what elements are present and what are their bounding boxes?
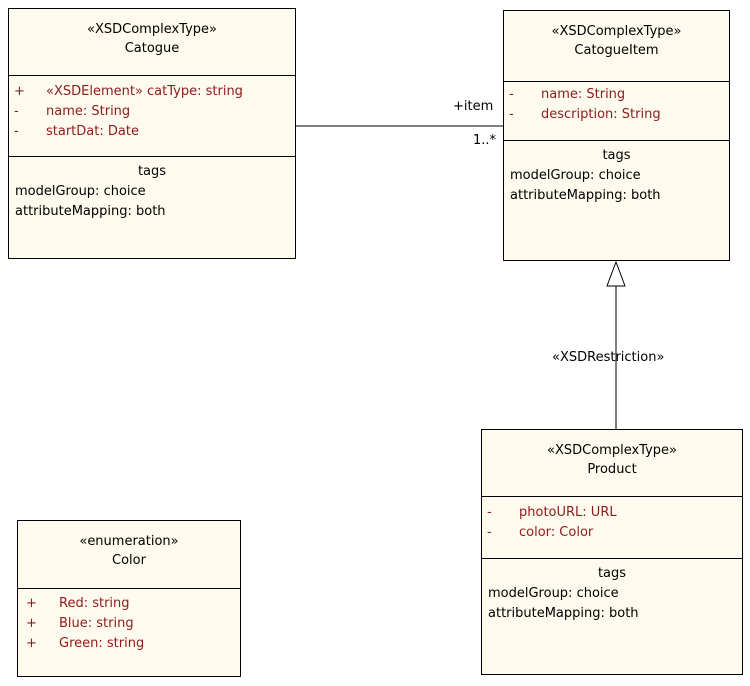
generalization-stereotype-label: «XSDRestriction» (552, 350, 665, 365)
tags-compartment: tags modelGroup: choice attributeMapping… (482, 558, 742, 624)
tag-value: modelGroup: choice (488, 586, 619, 601)
attributes-compartment: -photoURL: URL -color: Color (482, 496, 742, 558)
attribute[interactable]: -name: String (509, 87, 626, 102)
tags-title: tags (137, 164, 167, 179)
attribute[interactable]: -description: String (509, 107, 661, 122)
class-product[interactable]: «XSDComplexType» Product -photoURL: URL … (481, 429, 743, 675)
class-stereotype: «XSDComplexType» (87, 22, 217, 37)
tags-title: tags (597, 566, 627, 581)
class-stereotype: «enumeration» (79, 534, 179, 549)
association-role-label: +item (453, 99, 494, 114)
generalization-arrowhead (606, 260, 626, 287)
enum-literal[interactable]: +Green: string (26, 636, 145, 651)
attribute[interactable]: +«XSDElement» catType: string (14, 84, 243, 99)
tags-compartment: tags modelGroup: choice attributeMapping… (504, 140, 729, 206)
class-name: CatogueItem (574, 43, 659, 58)
class-catogueitem[interactable]: «XSDComplexType» CatogueItem -name: Stri… (503, 10, 730, 261)
tags-title: tags (602, 148, 631, 163)
attributes-compartment: +«XSDElement» catType: string -name: Str… (9, 75, 295, 156)
enum-color[interactable]: «enumeration» Color +Red: string +Blue: … (17, 520, 241, 677)
attributes-compartment: -name: String -description: String (504, 81, 729, 140)
attribute[interactable]: -color: Color (487, 525, 594, 540)
class-stereotype: «XSDComplexType» (551, 24, 682, 39)
tag-value: modelGroup: choice (510, 168, 641, 183)
class-catogue[interactable]: «XSDComplexType» Catogue +«XSDElement» c… (8, 8, 296, 259)
tag-value: modelGroup: choice (15, 184, 146, 199)
tags-compartment: tags modelGroup: choice attributeMapping… (9, 156, 295, 222)
tag-value: attributeMapping: both (510, 188, 661, 203)
tag-value: attributeMapping: both (488, 606, 639, 621)
class-name: Color (112, 553, 146, 568)
attribute[interactable]: -name: String (14, 104, 131, 119)
class-name: Product (587, 462, 637, 477)
enum-literal[interactable]: +Blue: string (26, 616, 134, 631)
tag-value: attributeMapping: both (15, 204, 166, 219)
attribute[interactable]: -startDat: Date (14, 124, 139, 139)
class-name: Catogue (124, 41, 180, 56)
class-stereotype: «XSDComplexType» (547, 443, 677, 458)
enum-literal[interactable]: +Red: string (26, 596, 130, 611)
literals-compartment: +Red: string +Blue: string +Green: strin… (18, 588, 240, 654)
association-multiplicity-label: 1..* (473, 133, 497, 148)
attribute[interactable]: -photoURL: URL (487, 505, 617, 520)
